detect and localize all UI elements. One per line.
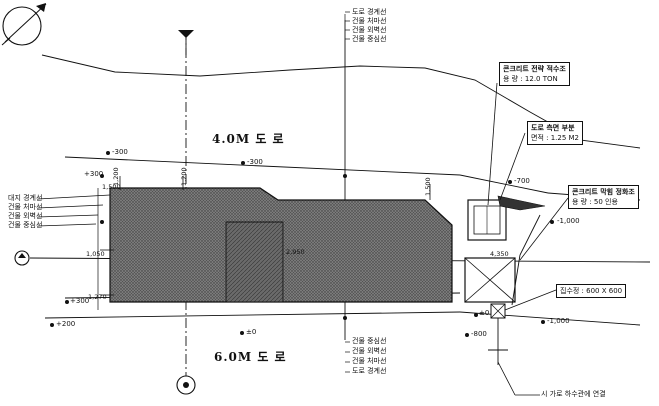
drain-connection-note: 시 가로 하수관에 연결 (541, 390, 606, 398)
water-tank (467, 199, 507, 241)
level-value: ±0 (246, 328, 257, 336)
callout-value: 용 량 : 50 인용 (572, 198, 618, 206)
callout-value: 면적 : 1.25 M2 (531, 134, 579, 142)
top-line-label-stack: 도로 경계선 건물 처마선 건물 외벽선 건물 중심선 (352, 8, 386, 44)
bottom-line-label: 건물 처마선 (352, 357, 387, 365)
road-label-north: 4.0M 도 로 (212, 132, 285, 146)
septic-tank (464, 257, 516, 303)
bottom-line-label-stack: 건물 중심선 건물 외벽선 건물 처마선 도로 경계선 (352, 337, 386, 376)
drain-line (488, 214, 541, 365)
water-tank-callout: 콘크리트 전략 적수조 용 량 : 12.0 TON (499, 62, 570, 86)
section-marker-bottom-icon (176, 375, 196, 395)
left-line-label: 건물 중심선 (8, 221, 43, 229)
callout-value: 용 량 : 12.0 TON (503, 75, 558, 83)
level-value: -700 (514, 177, 530, 185)
top-line-label: 건물 외벽선 (352, 26, 387, 34)
dimension-ticks (100, 176, 431, 296)
north-arrow-icon (1, 3, 47, 46)
left-line-label-stack: 대지 경계선 건물 처마선 건물 외벽선 건물 중심선 (8, 194, 42, 230)
dimension-value: 1,500 (102, 183, 121, 191)
bottom-line-label: 도로 경계선 (352, 367, 387, 375)
road-side-callout: 도로 측면 부분 면적 : 1.25 M2 (527, 121, 583, 145)
bottom-line-label: 건물 외벽선 (352, 347, 387, 355)
top-line-label: 건물 처마선 (352, 17, 387, 25)
callout-leaders (487, 82, 569, 396)
septic-tank-callout: 콘크리트 막힘 정화조 용 량 : 50 인용 (568, 185, 639, 209)
catch-basin-callout: 집수정 : 600 X 600 (556, 284, 627, 298)
bottom-line-label: 건물 중심선 (352, 337, 387, 345)
level-value: -300 (247, 158, 263, 166)
left-line-label: 건물 처마선 (8, 203, 43, 211)
flag-marker-icon (178, 30, 194, 55)
callout-value: 집수정 : 600 X 600 (560, 287, 623, 295)
dimension-value: 2,950 (286, 248, 305, 256)
callout-title: 콘크리트 전략 적수조 (503, 65, 566, 73)
left-label-leaders (37, 14, 346, 227)
level-value: +200 (56, 320, 76, 328)
dimension-value: 1,200 (180, 167, 188, 186)
left-line-label: 건물 외벽선 (8, 212, 43, 220)
dimension-value: 1,270 (88, 293, 107, 301)
top-line-label: 건물 중심선 (352, 35, 387, 43)
road-side-area (497, 195, 546, 211)
catch-basin (490, 303, 506, 319)
level-value: -300 (112, 148, 128, 156)
callout-title: 도로 측면 부분 (531, 124, 575, 132)
level-value: -1,000 (557, 217, 580, 225)
level-marker-dots (50, 151, 554, 337)
dimension-value: 1,050 (86, 250, 105, 258)
dimension-value: 4,350 (490, 250, 509, 258)
level-value: +300 (70, 297, 90, 305)
level-value: -1,000 (547, 317, 570, 325)
dimension-value: 1,500 (424, 177, 432, 196)
left-line-label: 대지 경계선 (8, 194, 43, 202)
callout-title: 콘크리트 막힘 정화조 (572, 188, 635, 196)
road-label-south: 6.0M 도 로 (214, 350, 287, 364)
section-marker-left-icon (14, 250, 30, 266)
level-value: -800 (471, 330, 487, 338)
label-stack-leaders (345, 11, 350, 373)
top-line-label: 도로 경계선 (352, 8, 387, 16)
level-value: ±0 (479, 309, 490, 317)
building-footprint (97, 187, 453, 310)
level-value: +300 (84, 170, 104, 178)
